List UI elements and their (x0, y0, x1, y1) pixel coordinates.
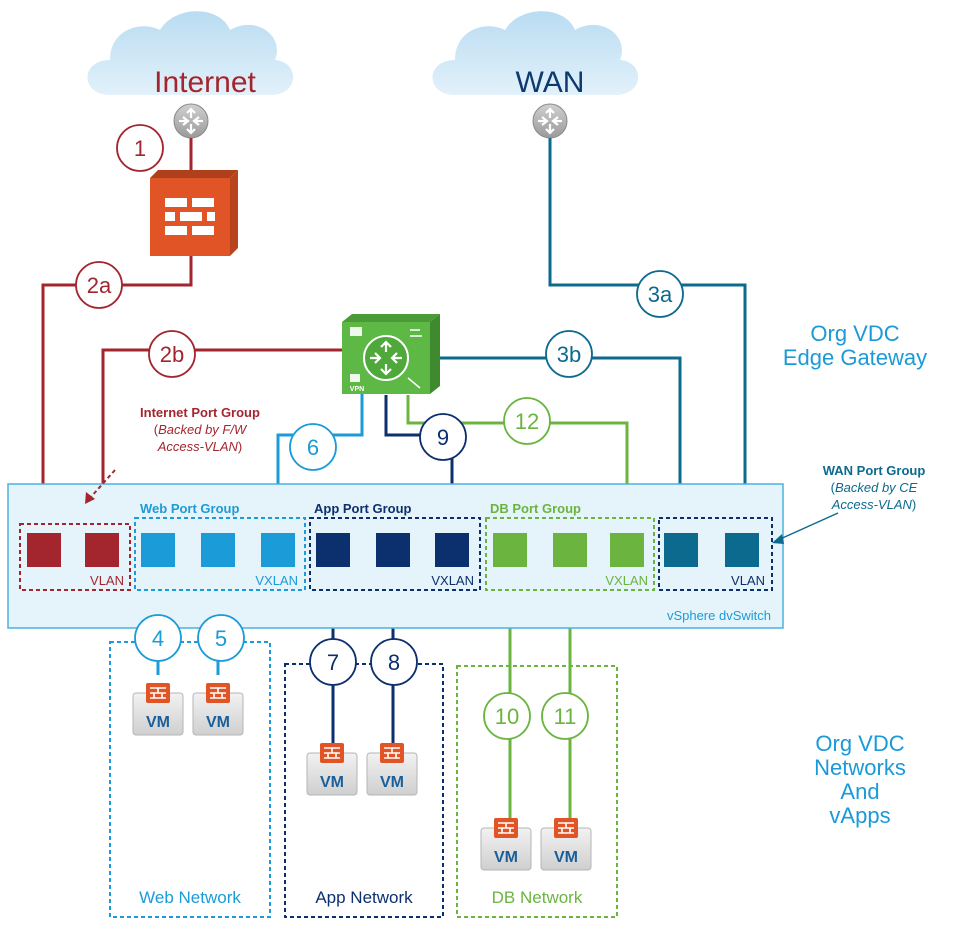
connection-badge-12: 12 (503, 397, 551, 445)
app-network-box (284, 663, 444, 918)
web-vm-1: VM (132, 682, 184, 736)
svg-text:7: 7 (327, 650, 339, 675)
wan-cloud-label: WAN (516, 66, 585, 99)
web-network-box (109, 641, 271, 918)
wan-port-group-box (658, 517, 773, 591)
connection-badge-8: 8 (370, 638, 418, 686)
connection-badge-4: 4 (134, 614, 182, 662)
internet-router-icon (172, 102, 210, 140)
internet-vlan-tag: VLAN (90, 573, 124, 588)
svg-text:3b: 3b (557, 342, 581, 367)
connection-badge-6: 6 (289, 423, 337, 471)
internet-port-group-note-2: Access-VLAN (157, 439, 238, 454)
org-networks-label: Org VDC Networks And vApps (790, 732, 930, 828)
db-vm-1: VM (480, 817, 532, 871)
vm-label: VM (494, 849, 518, 866)
connection-badge-3b: 3b (545, 330, 593, 378)
app-vxlan-tag: VXLAN (431, 573, 474, 588)
web-vm-2: VM (192, 682, 244, 736)
db-port-group-label: DB Port Group (490, 501, 581, 516)
svg-text:3a: 3a (648, 282, 673, 307)
connection-badge-5: 5 (197, 614, 245, 662)
svg-text:5: 5 (215, 626, 227, 651)
svg-text:2a: 2a (87, 273, 112, 298)
connection-badge-11: 11 (541, 692, 589, 740)
internet-port-group-note-1: Backed by F/W (158, 422, 247, 437)
vm-label: VM (554, 849, 578, 866)
connection-badge-1: 1 (116, 124, 164, 172)
web-vxlan-tag: VXLAN (255, 573, 298, 588)
wan-cloud (432, 11, 639, 95)
internet-port-group-note: Internet Port Group (Backed by F/W Acces… (140, 405, 260, 454)
connection-badge-7: 7 (309, 638, 357, 686)
svg-text:6: 6 (307, 435, 319, 460)
svg-text:11: 11 (554, 704, 577, 729)
connection-badge-10: 10 (483, 692, 531, 740)
db-vm-2: VM (540, 817, 592, 871)
app-port-group-label: App Port Group (314, 501, 412, 516)
edge-gateway-label: Org VDC Edge Gateway (770, 322, 940, 370)
wan-port-group-title: WAN Port Group (822, 463, 926, 478)
firewall-icon (150, 170, 238, 256)
db-network-box (456, 665, 618, 918)
svg-text:12: 12 (515, 409, 539, 434)
svg-text:8: 8 (388, 650, 400, 675)
org-networks-label-text: Org VDC Networks And vApps (814, 731, 906, 828)
app-port-group-box (309, 517, 481, 591)
svg-text:4: 4 (152, 626, 164, 651)
internet-cloud (87, 11, 294, 95)
connection-badge-2a: 2a (75, 261, 123, 309)
edge-gateway-label-text: Org VDC Edge Gateway (782, 321, 928, 370)
web-network-label: Web Network (139, 888, 241, 907)
web-port-group-label: Web Port Group (140, 501, 239, 516)
wan-port-group-arrow (772, 512, 839, 544)
connection-badge-9: 9 (419, 413, 467, 461)
internet-port-group-title: Internet Port Group (140, 405, 260, 420)
wan-router-icon (531, 102, 569, 140)
wan-port-group-note: WAN Port Group (Backed by CE Access-VLAN… (822, 463, 926, 512)
app-vm-1: VM (306, 742, 358, 796)
web-port-group-box (134, 517, 306, 591)
wan-ports (664, 533, 759, 567)
vm-label: VM (146, 714, 170, 731)
wan-vlan-tag: VLAN (731, 573, 765, 588)
edge-gateway-icon: VPN (342, 314, 440, 394)
db-port-group-box (485, 517, 655, 591)
svg-text:2b: 2b (160, 342, 184, 367)
wan-port-group-note-1: Backed by CE (834, 480, 918, 495)
internet-port-group-box (19, 523, 131, 591)
vm-label: VM (380, 774, 404, 791)
internet-port-group-arrow (85, 469, 116, 504)
web-ports (141, 533, 295, 567)
app-network-label: App Network (315, 888, 413, 907)
dvswitch-label: vSphere dvSwitch (667, 608, 771, 623)
app-ports (316, 533, 469, 567)
svg-text:9: 9 (437, 425, 449, 450)
vm-label: VM (320, 774, 344, 791)
db-ports (493, 533, 644, 567)
vm-label: VM (206, 714, 230, 731)
internet-cloud-label: Internet (154, 66, 256, 99)
db-vxlan-tag: VXLAN (605, 573, 648, 588)
connection-badge-2b: 2b (148, 330, 196, 378)
db-network-label: DB Network (492, 888, 583, 907)
gateway-vpn-label: VPN (350, 386, 364, 393)
svg-text:10: 10 (495, 704, 519, 729)
internet-ports (27, 533, 119, 567)
app-vm-2: VM (366, 742, 418, 796)
wan-port-group-note-2: Access-VLAN (831, 497, 912, 512)
svg-text:1: 1 (134, 136, 146, 161)
connection-badge-3a: 3a (636, 270, 684, 318)
